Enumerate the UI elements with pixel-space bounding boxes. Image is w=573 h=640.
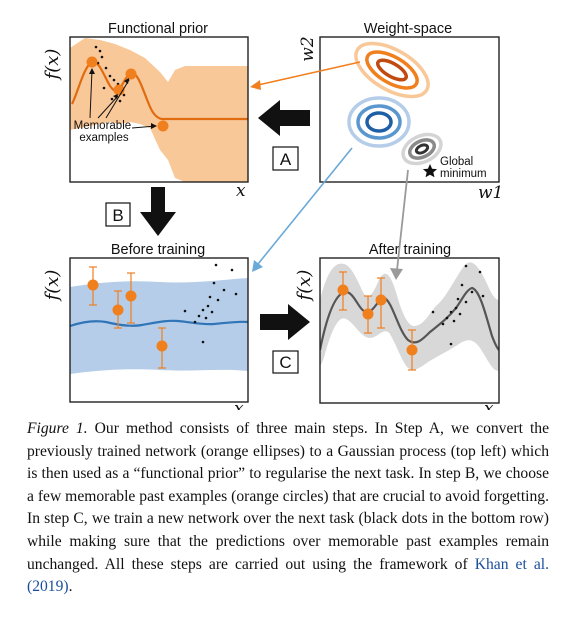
memorable-point bbox=[362, 308, 374, 320]
before-training-title: Before training bbox=[111, 242, 205, 258]
after-training-axes bbox=[319, 257, 500, 404]
step-a-label: A bbox=[280, 150, 292, 169]
memorable-point bbox=[125, 68, 137, 80]
after-training-ylabel: f(x) bbox=[294, 270, 315, 303]
step-a: A bbox=[258, 100, 310, 171]
functional-prior-uncertainty-band bbox=[70, 38, 248, 182]
memorable-point bbox=[156, 340, 168, 352]
blue-connector-line bbox=[257, 147, 353, 265]
memorable-point bbox=[375, 294, 387, 306]
before-training-mean-line bbox=[70, 319, 248, 328]
gray-connector-head bbox=[390, 268, 403, 280]
step-a-arrow bbox=[258, 100, 310, 136]
connector-arrows bbox=[250, 61, 409, 280]
weight-space-panel: Weight-space Global minimum w2 w1 bbox=[298, 21, 503, 203]
memorable-point bbox=[87, 279, 99, 291]
functional-prior-ylabel: f(x) bbox=[42, 49, 63, 82]
functional-prior-panel: Functional prior bbox=[42, 21, 249, 201]
before-training-uncertainty-band bbox=[70, 278, 248, 374]
memorable-point bbox=[112, 304, 124, 316]
memorable-point bbox=[337, 284, 349, 296]
functional-prior-xlabel: x bbox=[236, 181, 246, 201]
memorable-point bbox=[406, 344, 418, 356]
after-training-panel: After training f(x) x bbox=[294, 242, 500, 410]
memorable-point bbox=[125, 290, 137, 302]
before-training-panel: Before training f(x) x bbox=[42, 242, 249, 410]
after-training-data-dots bbox=[431, 264, 485, 346]
step-b: B bbox=[105, 187, 176, 236]
blue-connector-head bbox=[252, 260, 263, 272]
orange-connector-line bbox=[257, 61, 361, 86]
step-c-box bbox=[272, 350, 299, 374]
step-b-box bbox=[105, 202, 131, 227]
after-training-memorable-points bbox=[337, 284, 418, 356]
weight-space-axes bbox=[319, 36, 500, 183]
gray-ellipses bbox=[401, 132, 443, 166]
after-training-uncertainty-band bbox=[320, 262, 499, 371]
figure-caption: Figure 1. Our method consists of three m… bbox=[27, 418, 549, 599]
weight-space-xlabel: w1 bbox=[478, 183, 503, 203]
method-overview-figure: Functional prior bbox=[42, 21, 503, 410]
global-minimum-label: Global minimum bbox=[440, 156, 487, 180]
functional-prior-axes bbox=[69, 36, 249, 183]
step-c: C bbox=[260, 304, 310, 374]
step-b-arrow bbox=[140, 187, 176, 236]
step-c-arrow bbox=[260, 304, 310, 340]
after-training-mean-line bbox=[320, 286, 499, 351]
step-b-label: B bbox=[112, 206, 123, 225]
before-training-ylabel: f(x) bbox=[42, 270, 63, 303]
after-training-xlabel: x bbox=[484, 399, 494, 410]
weight-space-title: Weight-space bbox=[364, 21, 452, 37]
memorable-examples-label: Memorable examples bbox=[74, 120, 135, 144]
memorable-point bbox=[86, 56, 98, 68]
after-training-title: After training bbox=[369, 242, 451, 258]
step-a-box bbox=[272, 146, 299, 171]
weight-space-ylabel: w2 bbox=[298, 36, 318, 61]
blue-ellipses bbox=[347, 96, 411, 148]
before-training-xlabel: x bbox=[234, 399, 244, 410]
before-training-axes bbox=[69, 257, 249, 403]
after-training-error-bars bbox=[339, 271, 416, 371]
before-training-memorable-points bbox=[87, 279, 168, 352]
caption-text: Our method consists of three main steps.… bbox=[27, 420, 549, 573]
global-minimum-star bbox=[422, 164, 438, 178]
citation-link[interactable]: Khan et al. (2019) bbox=[27, 555, 549, 596]
orange-connector-head bbox=[250, 80, 261, 90]
gray-connector-line bbox=[396, 169, 409, 271]
new-task-data-dots bbox=[183, 263, 238, 344]
orange-ellipses bbox=[354, 41, 430, 99]
memorable-point bbox=[157, 120, 169, 132]
caption-label: Figure 1. bbox=[27, 420, 88, 437]
caption-end: . bbox=[68, 578, 73, 596]
step-c-label: C bbox=[279, 353, 291, 372]
functional-prior-title: Functional prior bbox=[108, 21, 208, 37]
